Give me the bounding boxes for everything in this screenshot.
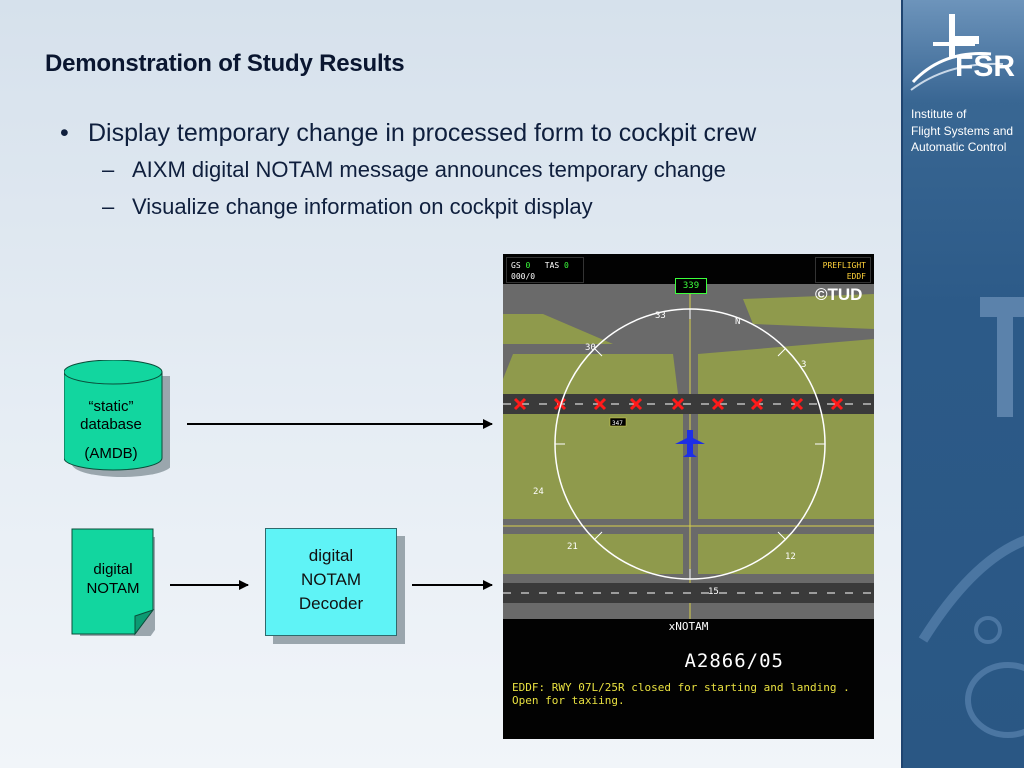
heading-readout: 339 bbox=[675, 278, 707, 294]
gs-value: 0 bbox=[525, 261, 531, 270]
compass-label-21: 21 bbox=[567, 542, 578, 552]
fsr-logo: FSR bbox=[903, 0, 1024, 100]
notam-label-line: NOTAM bbox=[86, 580, 140, 597]
compass-label-24: 24 bbox=[533, 487, 544, 497]
decoder-label: digital NOTAM Decoder bbox=[265, 544, 397, 616]
compass-label-n: N bbox=[735, 317, 740, 327]
fsr-logo-text: FSR bbox=[955, 50, 1015, 83]
sub-bullet: – Visualize change information on cockpi… bbox=[60, 193, 756, 221]
compass-label-3: 3 bbox=[801, 360, 806, 370]
compass-label-33: 33 bbox=[655, 311, 666, 321]
database-label-line: database bbox=[80, 416, 142, 433]
aircraft-icon bbox=[675, 430, 705, 457]
tas-label: TAS bbox=[544, 261, 560, 270]
notam-id: A2866/05 bbox=[684, 650, 784, 672]
amdb-label: (AMDB) bbox=[84, 445, 138, 462]
bullet-main: • Display temporary change in processed … bbox=[60, 118, 756, 148]
decoder-label-line: digital bbox=[308, 546, 354, 565]
cockpit-display: N 33 30 3 24 21 15 12 347 GS 0 TAS 0 000… bbox=[503, 254, 874, 739]
airport-code: EDDF bbox=[846, 272, 866, 281]
database-label: “static” database (AMDB) bbox=[64, 398, 170, 463]
mode-box: PREFLIGHT EDDF bbox=[815, 257, 871, 283]
notam-message: EDDF: RWY 07L/25R closed for starting an… bbox=[512, 681, 850, 707]
aircraft-sketch-watermark bbox=[918, 535, 1024, 738]
tas-value: 0 bbox=[564, 261, 569, 270]
decoder-label-line: NOTAM bbox=[300, 570, 362, 589]
institute-line: Automatic Control bbox=[911, 140, 1007, 154]
wind-value: 000/0 bbox=[511, 272, 536, 281]
dash-mark: – bbox=[102, 194, 115, 219]
compass-label-15: 15 bbox=[708, 587, 719, 597]
sub-bullet-text: Visualize change information on cockpit … bbox=[132, 194, 593, 219]
database-label-line: “static” bbox=[88, 398, 134, 415]
copyright-label: ©TUD bbox=[815, 285, 863, 304]
slide-title: Demonstration of Study Results bbox=[45, 50, 405, 77]
tud-watermark-logo bbox=[980, 297, 1024, 417]
dash-mark: – bbox=[102, 157, 115, 182]
digital-notam-document-icon bbox=[71, 528, 155, 636]
bullet-dot: • bbox=[60, 119, 69, 147]
sub-bullet-text: AIXM digital NOTAM message announces tem… bbox=[132, 157, 726, 182]
institute-line: Flight Systems and bbox=[911, 123, 1014, 138]
institute-name: Institute of Flight Systems and Automati… bbox=[911, 106, 1024, 156]
notam-marker: xNOTAM bbox=[668, 620, 709, 633]
bullet-main-text: Display temporary change in processed fo… bbox=[88, 119, 757, 147]
airport-moving-map: N 33 30 3 24 21 15 12 347 bbox=[503, 284, 874, 619]
institute-line: Institute of bbox=[911, 107, 967, 121]
sub-bullet: – AIXM digital NOTAM message announces t… bbox=[60, 156, 756, 184]
decoder-label-line: Decoder bbox=[298, 594, 364, 613]
bullet-list: • Display temporary change in processed … bbox=[60, 118, 756, 221]
notam-label: digital NOTAM bbox=[71, 560, 155, 598]
mode-label: PREFLIGHT bbox=[822, 261, 866, 270]
airplane-logo-icon bbox=[910, 14, 1004, 91]
runway-sign-label: 347 bbox=[612, 420, 623, 427]
runway-closure-marks bbox=[513, 397, 844, 411]
compass-label-30: 30 bbox=[585, 343, 596, 353]
groundspeed-box: GS 0 TAS 0 000/0 bbox=[506, 257, 584, 283]
institute-sidebar: FSR Institute of Flight Systems and Auto… bbox=[901, 0, 1024, 768]
gs-label: GS bbox=[511, 261, 521, 270]
notam-decoder-box bbox=[265, 528, 397, 636]
static-database-cylinder bbox=[64, 360, 170, 477]
compass-label-12: 12 bbox=[785, 552, 796, 562]
notam-label-line: digital bbox=[93, 561, 133, 578]
